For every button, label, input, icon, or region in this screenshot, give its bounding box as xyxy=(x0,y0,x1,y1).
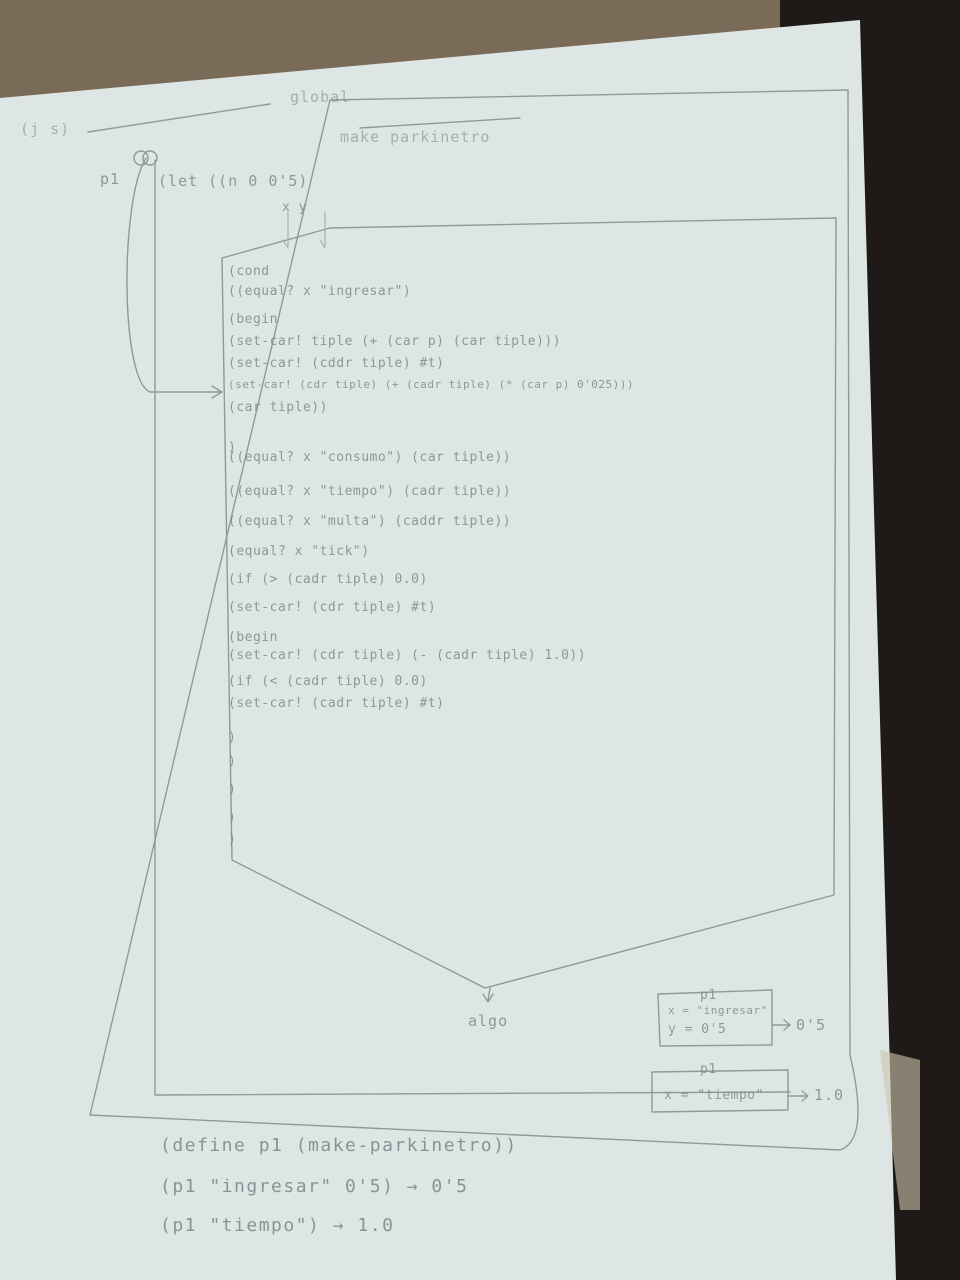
result-arrow xyxy=(482,987,494,1003)
code-line: (set-car! (cdr tiple) (- (cadr tiple) 1.… xyxy=(228,648,587,663)
p1-circle-b xyxy=(142,150,158,166)
make-label: make parkinetro xyxy=(340,128,491,146)
corner-label: (j s) xyxy=(20,120,71,138)
let-line: (let ((n 0 0'5) xyxy=(158,172,309,190)
code-line: ) xyxy=(228,730,237,745)
code-line: ((equal? x "multa") (caddr tiple)) xyxy=(228,514,512,529)
code-line: (if (< (cadr tiple) 0.0) xyxy=(228,674,428,689)
code-line: (begin xyxy=(228,312,278,327)
global-env-frame xyxy=(87,89,859,1151)
xy-arrows xyxy=(282,211,326,249)
code-line: (equal? x "tick") xyxy=(228,544,370,559)
code-line: ((equal? x "tiempo") (cadr tiple)) xyxy=(228,484,512,499)
code-line: ) xyxy=(228,810,237,825)
code-line: (car tiple)) xyxy=(228,400,328,415)
frame-1-title: p1 xyxy=(700,988,717,1003)
code-line: (cond xyxy=(228,264,270,279)
code-line: (set-car! (cdr tiple) #t) xyxy=(228,600,437,615)
paper-sheet xyxy=(0,20,896,1280)
code-line: (set-car! (cadr tiple) #t) xyxy=(228,696,445,711)
code-line: ((equal? x "consumo") (car tiple)) xyxy=(228,450,512,465)
code-line: ((equal? x "ingresar") xyxy=(228,284,412,299)
bottom-line: (p1 "ingresar" 0'5) → 0'5 xyxy=(160,1176,469,1197)
paper-edge-shadow xyxy=(880,1050,920,1210)
code-line: ) xyxy=(228,754,237,769)
frame-2-line: x = "tiempo" xyxy=(664,1088,764,1103)
p1-circle-a xyxy=(133,150,149,166)
closure-env-frame xyxy=(154,117,791,1096)
code-line: (set-car! (cdr tiple) (+ (cadr tiple) (*… xyxy=(228,378,634,391)
bottom-line: (define p1 (make-parkinetro)) xyxy=(160,1135,518,1156)
code-line: ) xyxy=(228,782,237,797)
result-label: algo xyxy=(468,1012,509,1030)
code-line: (set-car! (cddr tiple) #t) xyxy=(228,356,445,371)
frame-2-result: 1.0 xyxy=(814,1086,845,1104)
global-label: global xyxy=(290,88,351,106)
code-line: ) xyxy=(228,832,237,847)
p1-label: p1 xyxy=(100,170,121,188)
code-line: ) xyxy=(228,440,237,455)
code-line: (set-car! tiple (+ (car p) (car tiple))) xyxy=(228,334,562,349)
frame-2-arrow xyxy=(787,1090,809,1102)
code-line: (if (> (cadr tiple) 0.0) xyxy=(228,572,428,587)
frame-1-arrow xyxy=(771,1019,791,1031)
frame-box-1 xyxy=(657,989,773,1047)
frame-1-line: x = "ingresar" xyxy=(668,1004,768,1017)
frame-box-2 xyxy=(651,1069,789,1113)
frame-1-result: 0'5 xyxy=(796,1016,827,1034)
code-env-box xyxy=(221,217,837,989)
frame-1-line: y = 0'5 xyxy=(668,1022,727,1037)
p1-pointer-arrow xyxy=(126,157,223,399)
xy-label: x y xyxy=(282,200,307,215)
frame-2-title: p1 xyxy=(700,1062,717,1077)
code-line: (begin xyxy=(228,630,278,645)
bottom-line: (p1 "tiempo") → 1.0 xyxy=(160,1215,395,1236)
